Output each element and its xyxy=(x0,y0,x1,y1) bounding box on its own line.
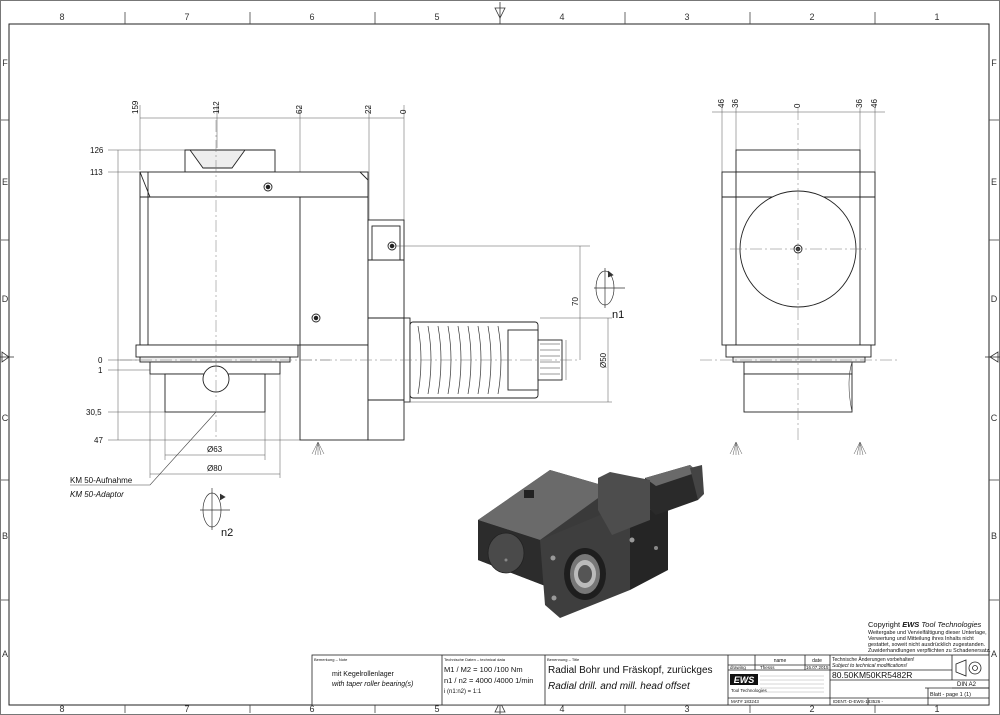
col-label-bottom-1: 1 xyxy=(934,704,939,714)
row-label-right-f: F xyxy=(991,58,997,68)
copyright-line-5: Zuwiderhandlungen verpflichten zu Schade… xyxy=(868,648,991,654)
copyright-line-1: Copyright EWS Tool Technologies xyxy=(868,620,982,629)
side-dim-36-left: 36 xyxy=(731,99,740,108)
row-label-right-e: E xyxy=(991,177,997,187)
label-n1: n1 xyxy=(612,309,624,321)
col-label-1: 1 xyxy=(934,12,939,22)
side-dim-36-right: 36 xyxy=(855,99,864,108)
side-dim-46-right: 46 xyxy=(870,99,879,108)
col-label-bottom-3: 3 xyxy=(684,704,689,714)
modifications-de: Technische Änderungen vorbehalten! xyxy=(832,656,915,663)
col-label-2: 2 xyxy=(809,12,814,22)
dim-126: 126 xyxy=(90,146,104,155)
isometric-render xyxy=(478,465,704,618)
tech-data-label: Technische Daten – technical data xyxy=(444,657,506,662)
col-label-5: 5 xyxy=(434,12,439,22)
copyright-line-2: Weitergabe und Vervielfältigung dieser U… xyxy=(868,630,987,636)
dim-dia-80: Ø80 xyxy=(207,464,223,473)
km-adaptor-label: KM 50-Adaptor xyxy=(70,490,124,499)
title-en: Radial drill. and mill. head offset xyxy=(548,681,691,692)
row-label-c: C xyxy=(2,413,9,423)
drawing-label: drawing xyxy=(730,665,746,670)
title-block xyxy=(311,654,990,706)
dim-22: 22 xyxy=(364,105,373,114)
dim-159: 159 xyxy=(131,100,140,114)
tech-speed: n1 / n2 = 4000 /4000 1/min xyxy=(444,676,533,685)
tech-torque: M1 / M2 = 100 /100 Nm xyxy=(444,665,523,674)
col-label-3: 3 xyxy=(684,12,689,22)
tech-ratio: i (n1:n2) = 1:1 xyxy=(444,689,482,695)
modifications-en: Subject to technical modifications! xyxy=(832,663,908,669)
frame-ticks xyxy=(1,12,999,713)
col-label-bottom-5: 5 xyxy=(434,704,439,714)
dim-dia-50: Ø50 xyxy=(599,352,608,368)
drawing-date: 16.07.2015 xyxy=(806,665,829,670)
dim-0-top: 0 xyxy=(399,109,408,114)
col-label-8: 8 xyxy=(59,12,64,22)
row-label-a: A xyxy=(2,649,8,659)
col-label-bottom-7: 7 xyxy=(184,704,189,714)
col-label-bottom-6: 6 xyxy=(309,704,314,714)
row-label-right-d: D xyxy=(991,294,998,304)
label-n2: n2 xyxy=(221,527,233,539)
col-label-7: 7 xyxy=(184,12,189,22)
dim-62: 62 xyxy=(295,105,304,114)
dim-1: 1 xyxy=(98,366,103,375)
row-label-right-b: B xyxy=(991,531,997,541)
row-label-d: D xyxy=(2,294,9,304)
svg-text:Tool Technologies: Tool Technologies xyxy=(731,688,767,693)
dim-0-left: 0 xyxy=(98,356,103,365)
side-view xyxy=(700,108,900,456)
dim-30-5: 30,5 xyxy=(86,408,102,417)
ident-number: IDENT.-D-EWS-183526 - xyxy=(833,699,884,704)
remark-label: Bemerkung – Note xyxy=(314,657,348,662)
date-header: date xyxy=(812,658,822,664)
col-label-bottom-8: 8 xyxy=(59,704,64,714)
col-label-6: 6 xyxy=(309,12,314,22)
col-label-bottom-2: 2 xyxy=(809,704,814,714)
svg-text:EWS: EWS xyxy=(734,675,755,685)
drawing-name: Thesss xyxy=(760,665,775,670)
copyright-line-3: Verwertung und Mitteilung ihres Inhalts … xyxy=(868,636,974,642)
row-label-e: E xyxy=(2,177,8,187)
ews-logo: EWS Tool Technologies xyxy=(730,674,824,693)
name-header: name xyxy=(774,658,787,664)
side-dim-0: 0 xyxy=(793,103,802,108)
remark-de: mit Kegelrollenlager xyxy=(332,671,395,678)
side-dim-46-left: 46 xyxy=(717,99,726,108)
copyright-line-4: gestattet, soweit nicht ausdrücklich zug… xyxy=(868,642,985,648)
col-label-4: 4 xyxy=(559,12,564,22)
row-label-b: B xyxy=(2,531,8,541)
row-label-right-a: A xyxy=(991,649,997,659)
remark-en: with taper roller bearing(s) xyxy=(332,681,413,688)
dim-47: 47 xyxy=(94,436,103,445)
row-label-f: F xyxy=(2,58,8,68)
projection-symbol-icon xyxy=(955,659,982,677)
paper-format: DIN A2 xyxy=(957,682,977,688)
km-aufnahme-label: KM 50-Aufnahme xyxy=(70,476,133,485)
title-de: Radial Bohr und Fräskopf, zurückges xyxy=(548,665,713,676)
dim-dia-63: Ø63 xyxy=(207,445,223,454)
row-label-right-c: C xyxy=(991,413,998,423)
dim-113: 113 xyxy=(90,168,103,177)
part-number: 80.50KM50KR5482R xyxy=(832,670,912,680)
col-label-bottom-4: 4 xyxy=(559,704,564,714)
material-number: MAT# 183243 xyxy=(731,699,759,704)
sheet-number: Blatt - page 1 (1) xyxy=(930,692,971,698)
title-label: Benennung – Title xyxy=(547,657,580,662)
dim-112: 112 xyxy=(212,101,221,114)
dim-70: 70 xyxy=(571,297,580,306)
front-view xyxy=(70,105,625,530)
